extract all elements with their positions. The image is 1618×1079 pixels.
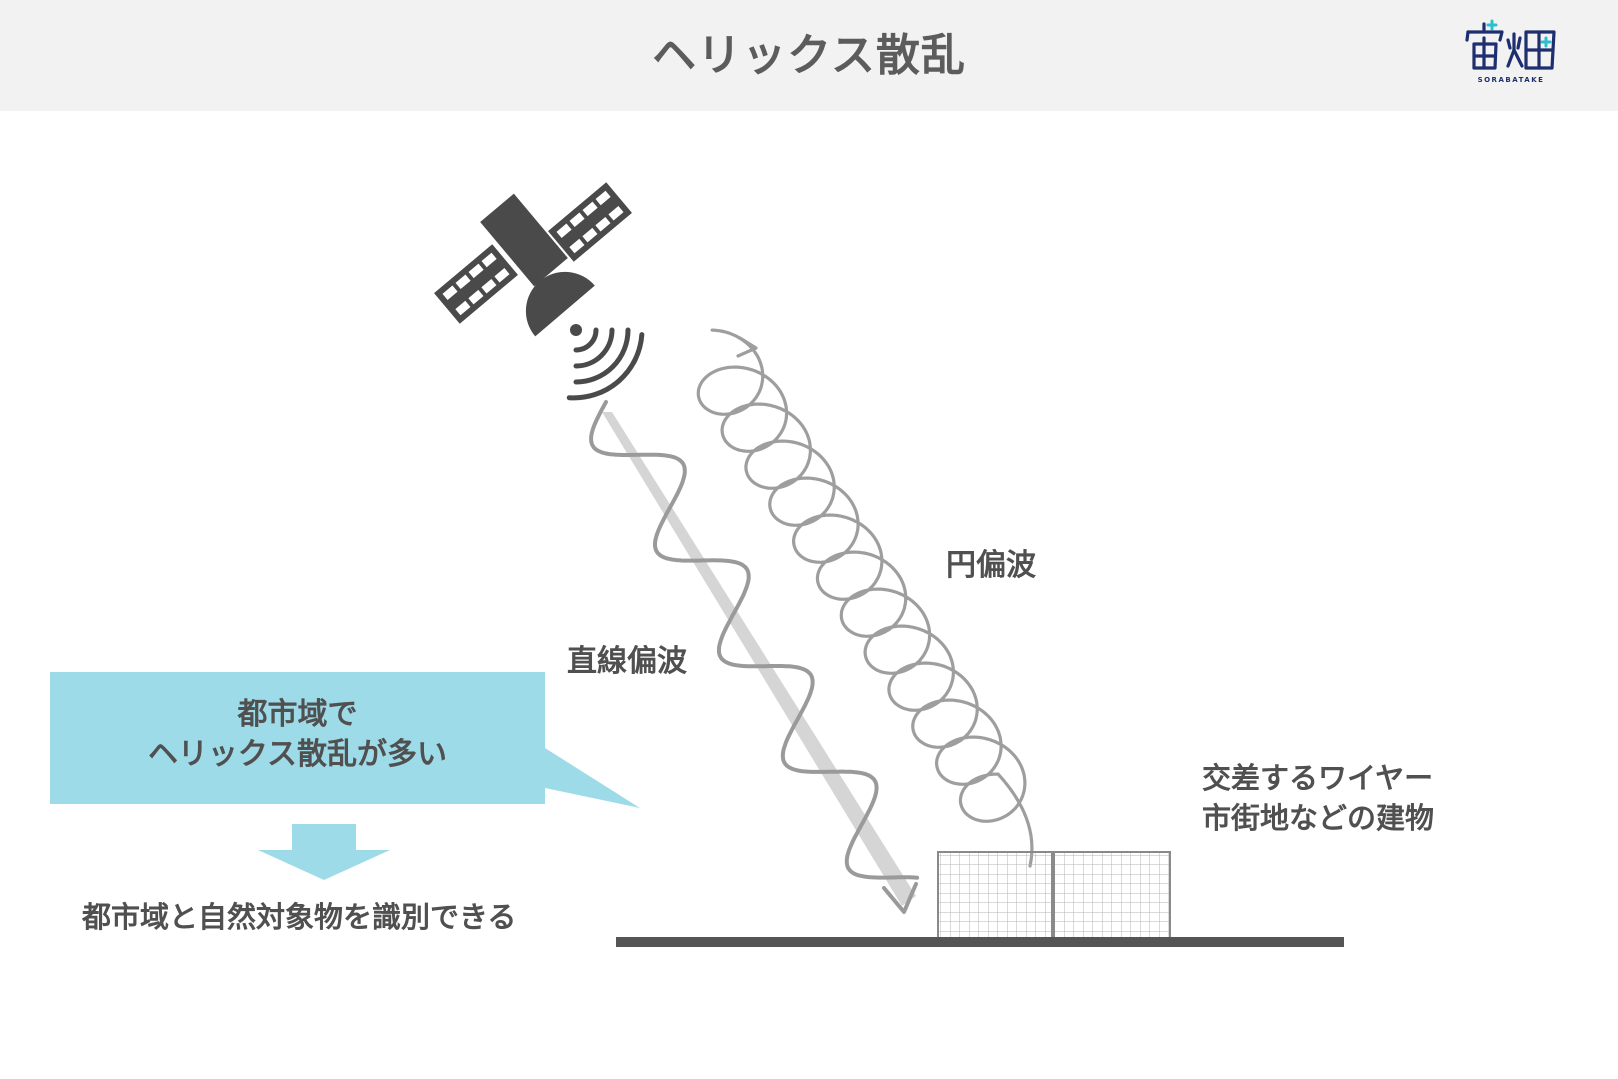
ground-line bbox=[616, 937, 1344, 947]
page-title: ヘリックス散乱 bbox=[652, 30, 966, 81]
building-grid-icon bbox=[937, 851, 1171, 939]
target-label-line1: 交差するワイヤー bbox=[1202, 761, 1434, 795]
callout-box bbox=[50, 672, 640, 808]
conclusion-text: 都市域と自然対象物を識別できる bbox=[82, 900, 517, 934]
header-bar bbox=[0, 0, 1618, 111]
sorabatake-logo-icon bbox=[1465, 19, 1556, 70]
circular-polarization-label: 円偏波 bbox=[946, 548, 1036, 583]
signal-waves-icon bbox=[566, 324, 645, 401]
down-arrow-icon bbox=[258, 824, 390, 880]
target-label-line2: 市街地などの建物 bbox=[1202, 801, 1435, 835]
target-label: 交差するワイヤー 市街地などの建物 bbox=[1202, 758, 1434, 838]
callout-line2: ヘリックス散乱が多い bbox=[147, 737, 448, 772]
arrowhead-icon bbox=[882, 882, 918, 914]
circular-wave bbox=[696, 328, 1034, 868]
satellite-icon bbox=[434, 182, 632, 337]
helix-arrowhead-icon bbox=[736, 336, 758, 358]
callout-line1: 都市域で bbox=[237, 697, 358, 732]
logo-subtitle: SORABATAKE bbox=[1477, 76, 1545, 84]
linear-polarization-label: 直線偏波 bbox=[567, 644, 687, 679]
linear-wave bbox=[589, 400, 920, 914]
logo: SORABATAKE bbox=[1462, 18, 1572, 88]
callout-text: 都市域で ヘリックス散乱が多い bbox=[50, 695, 545, 775]
